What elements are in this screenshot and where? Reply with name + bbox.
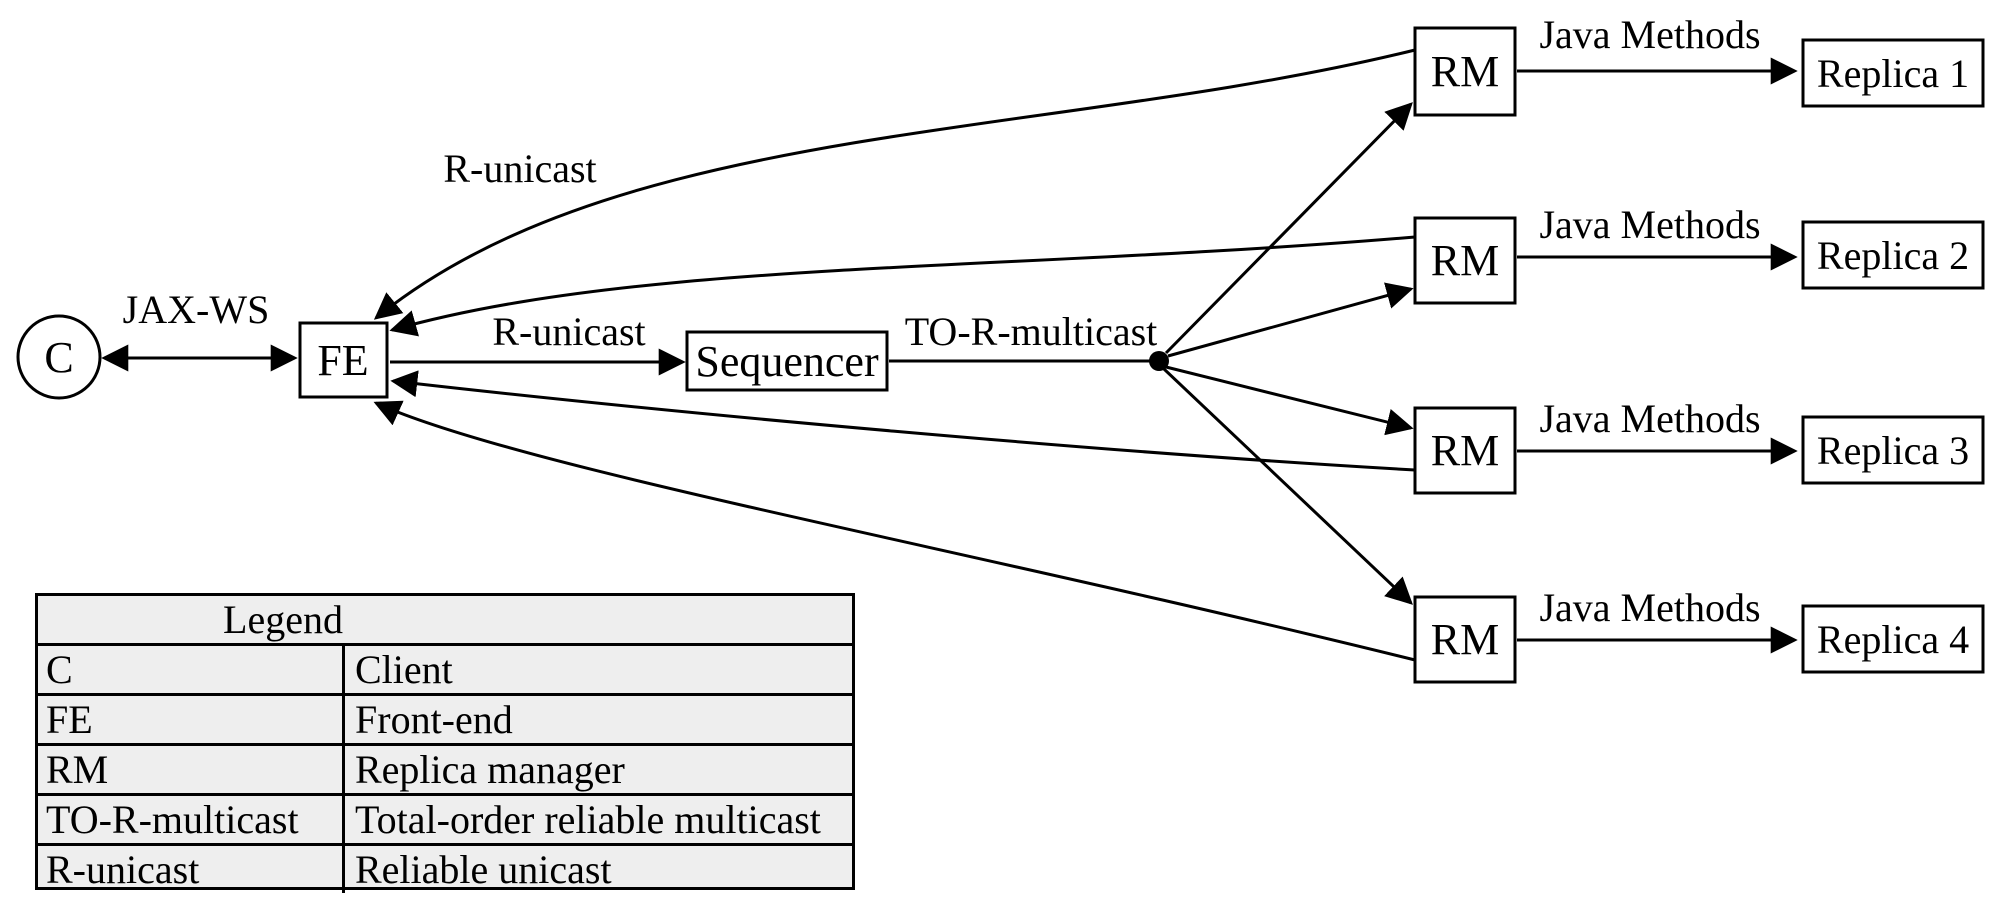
legend-row-rm: RM Replica manager	[38, 746, 852, 796]
replica1-node-label: Replica 1	[1817, 51, 1969, 96]
frontend-node-label: FE	[317, 336, 368, 385]
r-unicast-top-label: R-unicast	[443, 146, 596, 191]
frontend-node	[298, 321, 389, 399]
to-r-multicast-label: TO-R-multicast	[905, 309, 1158, 354]
legend-definition: Total-order reliable multicast	[355, 797, 821, 842]
replica2-node-label: Replica 2	[1817, 233, 1969, 278]
legend-term: C	[38, 646, 345, 693]
sequencer-node-label: Sequencer	[695, 337, 879, 386]
replica4-node	[1801, 604, 1985, 674]
edge-rm1-frontend-return	[373, 48, 1416, 320]
replica2-node	[1801, 220, 1985, 290]
rm1-node-label: RM	[1431, 47, 1499, 96]
client-node-label: C	[44, 333, 73, 382]
legend-title: Legend	[223, 597, 343, 642]
legend-definition: Client	[355, 647, 453, 692]
legend-row-r-unicast: R-unicast Reliable unicast	[38, 846, 852, 893]
edge-junction-rm1	[1164, 102, 1413, 355]
java-methods-label-1: Java Methods	[1539, 12, 1760, 57]
java-methods-label-4: Java Methods	[1539, 585, 1760, 630]
jax-ws-label: JAX-WS	[123, 287, 270, 332]
legend-table: Legend C Client FE Front-end RM Replica …	[35, 593, 855, 893]
rm4-node	[1413, 595, 1517, 684]
legend-term: FE	[38, 696, 345, 743]
legend-term: RM	[38, 746, 345, 793]
rm2-node-label: RM	[1431, 236, 1499, 285]
legend-row-to-r-multicast: TO-R-multicast Total-order reliable mult…	[38, 796, 852, 846]
replica3-node-label: Replica 3	[1817, 428, 1969, 473]
replica3-node	[1801, 415, 1985, 485]
rm1-node	[1413, 26, 1517, 117]
legend-term: R-unicast	[38, 846, 345, 893]
multicast-junction-dot	[1149, 351, 1169, 371]
sequencer-node	[685, 330, 889, 392]
java-methods-label-3: Java Methods	[1539, 396, 1760, 441]
replica4-node-label: Replica 4	[1817, 617, 1969, 662]
java-methods-label-2: Java Methods	[1539, 202, 1760, 247]
legend-header-row: Legend	[38, 596, 852, 646]
edge-junction-rm3	[1165, 365, 1414, 436]
replica1-node	[1801, 38, 1985, 108]
rm4-node-label: RM	[1431, 615, 1499, 664]
client-node	[16, 314, 102, 400]
legend-definition: Replica manager	[355, 747, 625, 792]
edge-junction-rm2	[1167, 282, 1414, 358]
edge-rm2-frontend-return	[389, 235, 1416, 337]
rm2-node	[1413, 216, 1517, 305]
edge-rm4-frontend-return	[373, 400, 1416, 662]
edge-junction-rm4	[1162, 367, 1413, 605]
legend-definition: Reliable unicast	[355, 847, 612, 892]
rm3-node-label: RM	[1431, 426, 1499, 475]
legend-term: TO-R-multicast	[38, 796, 345, 843]
r-unicast-mid-label: R-unicast	[492, 309, 645, 354]
rm3-node	[1413, 406, 1517, 495]
legend-row-client: C Client	[38, 646, 852, 696]
edge-rm3-frontend-return	[390, 370, 1416, 472]
legend-row-frontend: FE Front-end	[38, 696, 852, 746]
legend-definition: Front-end	[355, 697, 513, 742]
